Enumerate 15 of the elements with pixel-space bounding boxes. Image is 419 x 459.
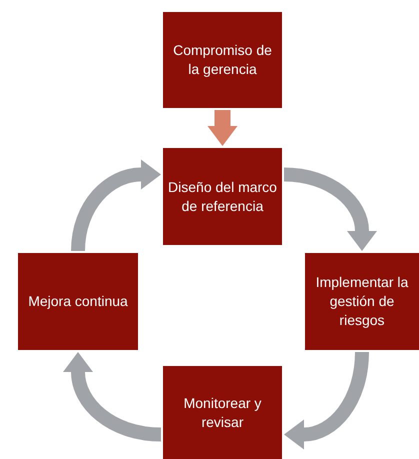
process-box	[305, 253, 419, 350]
curved-arrow	[284, 352, 369, 450]
process-box	[163, 148, 282, 245]
box-label: Implementar la gestión de riesgos	[314, 273, 410, 330]
curved-arrow	[284, 168, 377, 251]
curved-arrow	[63, 352, 162, 442]
box-label: Compromiso de la gerencia	[172, 41, 273, 79]
box-label: Monitorear y revisar	[182, 394, 262, 432]
curved-arrow	[71, 160, 161, 252]
box-label: Diseño del marco de referencia	[167, 178, 278, 216]
process-box	[163, 12, 282, 108]
box-label: Mejora continua	[28, 292, 128, 311]
process-box	[18, 253, 138, 350]
curved-arrow	[208, 110, 238, 146]
process-box	[163, 366, 282, 459]
